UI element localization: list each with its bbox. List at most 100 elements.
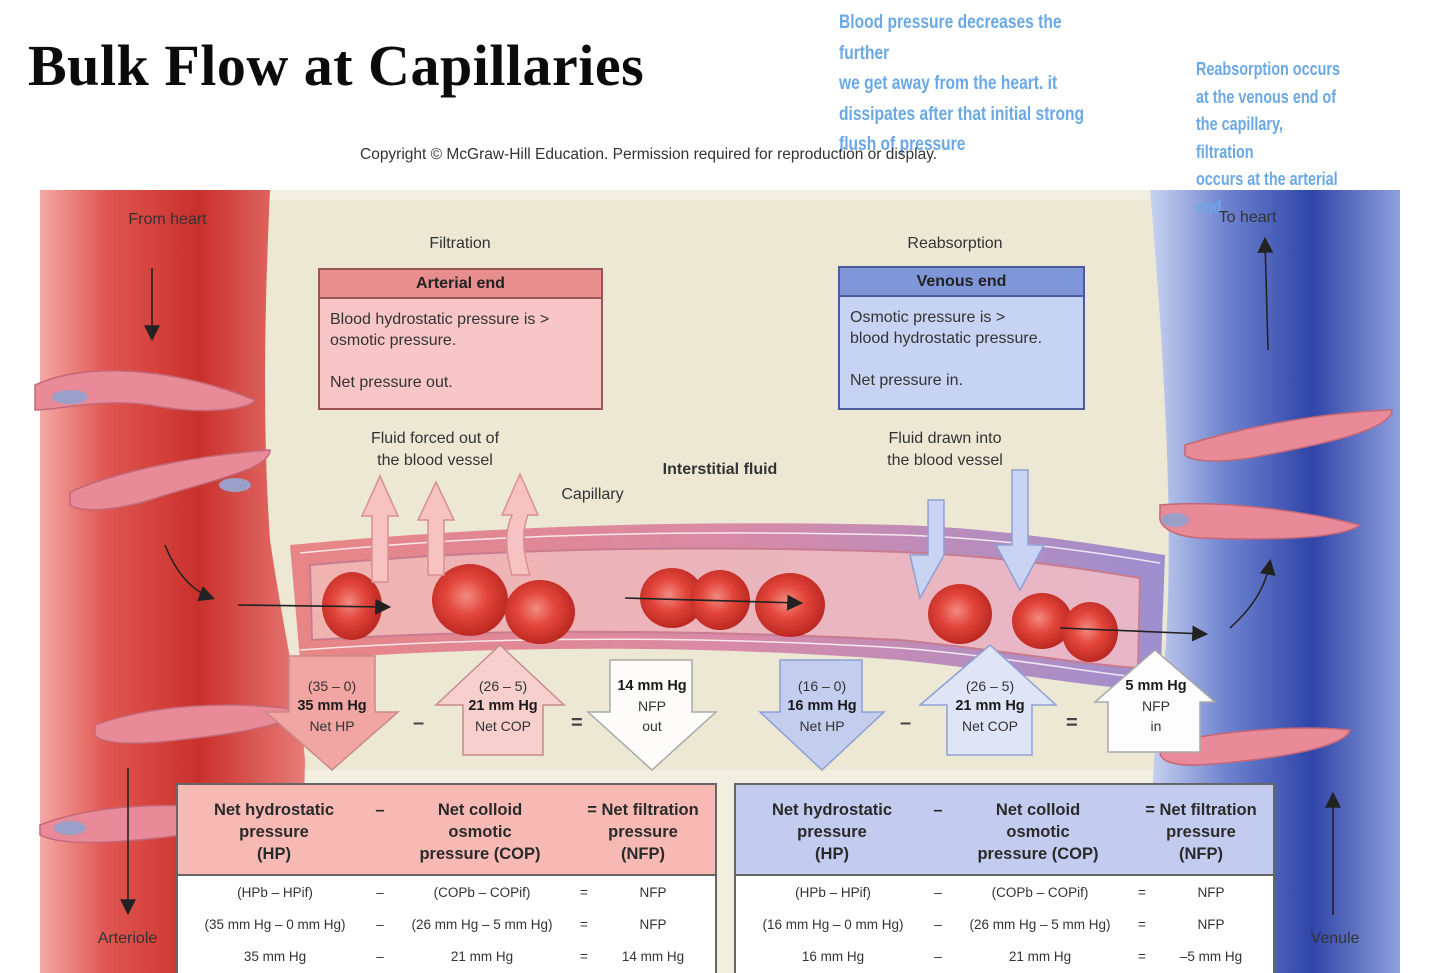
- arterial-end-box: Arterial end Blood hydrostatic pressure …: [318, 268, 603, 410]
- arterial-pressure-arrows: [264, 643, 718, 772]
- fluid-out-line: the blood vessel: [377, 452, 493, 469]
- header-line: pressure: [608, 823, 678, 841]
- table-cell: 14 mm Hg: [621, 949, 685, 964]
- table-cell: NFP: [1197, 917, 1225, 932]
- calc-expr: (26 – 5): [478, 678, 528, 694]
- pressure-note-line: flush of pressure: [839, 134, 966, 155]
- venous-equation-table: Net hydrostatic pressure (HP) – Net coll…: [734, 783, 1275, 973]
- table-cell: (COPb – COPif): [433, 885, 531, 900]
- header-minus: –: [375, 801, 385, 819]
- table-cell: NFP: [639, 885, 667, 900]
- header-line: pressure (COP): [419, 845, 541, 863]
- minus-sign: –: [413, 712, 425, 734]
- arterial-equation-table: Net hydrostatic pressure (HP) – Net coll…: [176, 783, 717, 973]
- calc-expr: (35 – 0): [307, 678, 357, 694]
- calc-direction: in: [1150, 718, 1162, 734]
- header-line: (HP): [815, 845, 849, 863]
- calc-value: 14 mm Hg: [617, 678, 687, 694]
- table-cell: (26 mm Hg – 5 mm Hg): [969, 917, 1111, 932]
- table-cell: –: [376, 885, 384, 900]
- table-header: Net hydrostatic pressure (HP) – Net coll…: [736, 785, 1273, 876]
- header-nfp: = Net filtration pressure (NFP): [568, 799, 718, 865]
- header-line: (HP): [257, 845, 291, 863]
- header-line: Net colloid: [437, 801, 523, 819]
- venous-net-cop: (26 – 5) 21 mm Hg Net COP: [940, 676, 1040, 736]
- header-minus: –: [933, 801, 943, 819]
- venule-label: Venule: [1310, 930, 1360, 947]
- calc-label: NFP: [1142, 698, 1170, 714]
- header-line: (NFP): [1179, 845, 1223, 863]
- from-heart-label: From heart: [128, 211, 207, 228]
- arterial-end-header: Arterial end: [320, 270, 601, 299]
- fluid-in-line: Fluid drawn into: [888, 430, 1002, 447]
- table-cell: =: [1138, 949, 1146, 964]
- page-title: Bulk Flow at Capillaries: [28, 33, 645, 98]
- header-line: Net hydrostatic: [213, 801, 335, 819]
- table-cell: –: [376, 917, 384, 932]
- calc-label: Net COP: [961, 718, 1018, 734]
- venous-pressure-arrows: [758, 643, 1218, 772]
- fluid-out-label: Fluid forced out of the blood vessel: [330, 428, 540, 472]
- table-cell: –5 mm Hg: [1179, 949, 1243, 964]
- table-cell: 35 mm Hg: [243, 949, 307, 964]
- minus-sign: –: [900, 712, 912, 734]
- table-cell: =: [580, 949, 588, 964]
- venous-box-line: Net pressure in.: [850, 372, 963, 389]
- header-line: osmotic: [448, 823, 512, 841]
- calc-value: 16 mm Hg: [787, 698, 857, 714]
- table-cell: (HPb – HPif): [795, 885, 871, 900]
- reabsorption-label: Reabsorption: [907, 235, 1003, 252]
- header-line: pressure (COP): [977, 845, 1099, 863]
- table-cell: NFP: [1197, 885, 1225, 900]
- header-nfp: = Net filtration pressure (NFP): [1126, 799, 1276, 865]
- table-cell: (HPb – HPif): [237, 885, 313, 900]
- header-line: pressure: [1166, 823, 1236, 841]
- table-cell: –: [934, 949, 942, 964]
- calc-value: 5 mm Hg: [1125, 678, 1187, 694]
- calc-label: Net HP: [799, 718, 845, 734]
- arterial-box-line: Net pressure out.: [330, 374, 453, 391]
- reabsorption-note: Reabsorption occurs at the venous end of…: [1196, 56, 1344, 221]
- table-cell: (16 mm Hg – 0 mm Hg): [762, 917, 904, 932]
- fluid-out-line: Fluid forced out of: [370, 430, 500, 447]
- calc-value: 21 mm Hg: [955, 698, 1025, 714]
- header-line: = Net filtration: [1145, 801, 1257, 819]
- table-cell: 21 mm Hg: [450, 949, 514, 964]
- header-line: (NFP): [621, 845, 665, 863]
- header-hp: Net hydrostatic pressure (HP): [184, 799, 364, 865]
- reabsorption-note-line: occurs at the arterial: [1196, 169, 1338, 189]
- header-cop: Net colloid osmotic pressure (COP): [948, 799, 1128, 865]
- fluid-in-arrows: [909, 469, 1046, 601]
- table-cell: (35 mm Hg – 0 mm Hg): [204, 917, 346, 932]
- fluid-in-line: the blood vessel: [887, 452, 1003, 469]
- pressure-note-line: we get away from the heart. it: [839, 73, 1058, 94]
- venous-box-line: Osmotic pressure is >: [850, 309, 1006, 326]
- equals-sign: =: [1066, 712, 1078, 734]
- arteriole-label: Arteriole: [97, 930, 158, 947]
- calc-expr: (16 – 0): [797, 678, 847, 694]
- calc-value: 35 mm Hg: [297, 698, 367, 714]
- header-cop: Net colloid osmotic pressure (COP): [390, 799, 570, 865]
- table-cell: –: [934, 885, 942, 900]
- calc-direction: out: [642, 718, 662, 734]
- table-cell: =: [580, 885, 588, 900]
- reabsorption-note-line: the capillary, filtration: [1196, 114, 1283, 162]
- header-line: Net hydrostatic: [771, 801, 893, 819]
- table-cell: (COPb – COPif): [991, 885, 1089, 900]
- fluid-in-label: Fluid drawn into the blood vessel: [845, 428, 1045, 472]
- header-line: osmotic: [1006, 823, 1070, 841]
- header-line: Net colloid: [995, 801, 1081, 819]
- calc-label: Net COP: [474, 718, 531, 734]
- header-line: pressure: [239, 823, 309, 841]
- reabsorption-note-line: Reabsorption occurs: [1196, 59, 1341, 79]
- pressure-note: Blood pressure decreases the further we …: [839, 8, 1085, 161]
- arterial-nfp: 14 mm Hg NFP out: [602, 676, 702, 736]
- fluid-out-arrows: [360, 472, 540, 583]
- calc-label: NFP: [638, 698, 666, 714]
- interstitial-fluid-label: Interstitial fluid: [662, 461, 778, 478]
- table-cell: –: [376, 949, 384, 964]
- venule-vessel: [1150, 190, 1400, 973]
- calc-value: 21 mm Hg: [468, 698, 538, 714]
- to-heart-label: To heart: [1218, 209, 1277, 226]
- copyright-notice: Copyright © McGraw-Hill Education. Permi…: [360, 146, 938, 163]
